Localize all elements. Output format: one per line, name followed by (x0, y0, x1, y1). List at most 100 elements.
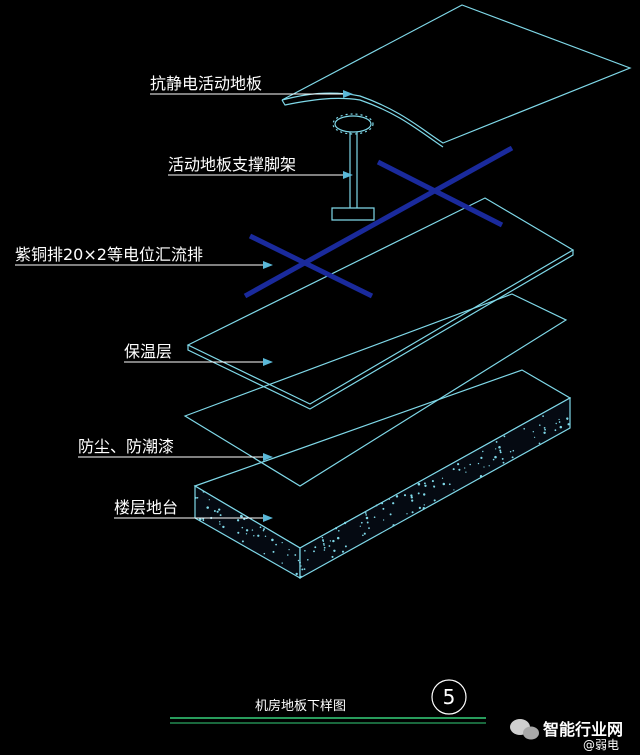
concrete-speckles (194, 415, 570, 578)
speckle (465, 471, 467, 473)
speckle (382, 519, 385, 521)
speckle (492, 458, 495, 461)
speckle (464, 467, 466, 469)
speckle (294, 554, 297, 556)
speckle (381, 502, 384, 505)
speckle (272, 550, 275, 553)
speckle (241, 526, 244, 529)
speckle (395, 495, 399, 498)
speckle (323, 549, 326, 551)
floor-slab-front (194, 484, 301, 580)
pedestal-head (334, 115, 372, 133)
speckle (329, 540, 332, 542)
speckle (331, 555, 334, 558)
speckle (259, 526, 262, 529)
speckle (313, 550, 315, 553)
antistatic-floor-panel (281, 4, 632, 148)
speckle (333, 549, 336, 552)
speckle (271, 538, 274, 542)
floor-support-pedestal (331, 113, 375, 221)
speckle (495, 440, 498, 443)
speckle (263, 528, 265, 531)
speckle (202, 490, 205, 493)
speckle (336, 536, 340, 540)
speckle (433, 499, 436, 502)
speckle (334, 527, 338, 530)
speckle (411, 511, 414, 514)
speckle (559, 425, 563, 429)
speckle (382, 507, 385, 510)
speckle (299, 561, 301, 564)
dustproof-layer (183, 293, 568, 487)
floor-slab-layer (193, 369, 572, 580)
speckle (303, 568, 306, 570)
label-insulation: 保温层 (124, 342, 172, 361)
speckle (328, 545, 331, 547)
speckle (458, 468, 461, 471)
speckle (469, 463, 472, 466)
speckle (501, 457, 504, 460)
speckle (406, 513, 408, 515)
bus-bar-cross-right (376, 159, 504, 228)
speckle (410, 496, 413, 499)
speckle (392, 502, 395, 505)
label-floor-support: 活动地板支撑脚架 (168, 155, 296, 174)
speckle (480, 456, 483, 460)
speckle (511, 456, 514, 459)
speckle (196, 496, 199, 499)
floor-slab-side (299, 396, 571, 580)
speckle (321, 536, 324, 539)
speckle (503, 435, 506, 438)
speckle (202, 519, 205, 522)
speckle (502, 461, 505, 464)
speckle (483, 466, 485, 468)
pedestal-head-gear (332, 113, 374, 135)
speckle (360, 521, 363, 524)
bus-bar-main (243, 145, 514, 299)
speckle (499, 451, 502, 454)
speckle (263, 552, 266, 555)
speckle (344, 545, 347, 548)
copper-bus-bars (243, 145, 514, 299)
speckle (218, 521, 221, 523)
speckle (417, 492, 420, 495)
speckle (538, 442, 541, 445)
speckle (482, 450, 484, 453)
speckle (423, 482, 426, 485)
speckle (512, 449, 515, 452)
speckle (237, 531, 240, 534)
speckle (494, 455, 497, 459)
speckle (479, 474, 483, 478)
speckle (423, 504, 425, 506)
speckle (341, 550, 345, 553)
speckle (281, 541, 283, 544)
speckle (375, 504, 378, 507)
speckle (453, 489, 455, 491)
speckle (253, 535, 255, 537)
speckle (262, 529, 265, 532)
speckle (422, 506, 426, 510)
watermark-brand: 智能行业网 (543, 720, 623, 739)
speckle (245, 533, 248, 535)
wechat-icon (510, 719, 539, 740)
speckle (314, 546, 317, 549)
speckle (363, 532, 366, 535)
speckle (245, 529, 249, 532)
insulation-edge (187, 250, 574, 410)
speckle (410, 494, 413, 497)
speckle (499, 449, 502, 452)
speckle (566, 418, 569, 420)
speckle (523, 427, 526, 430)
speckle (257, 534, 260, 537)
speckle (206, 506, 209, 509)
speckle (322, 540, 324, 543)
speckle (295, 572, 298, 576)
speckle (532, 431, 534, 433)
speckle (219, 523, 221, 525)
speckle (322, 539, 324, 542)
label-copper-bus: 紫铜排20×2等电位汇流排 (15, 245, 203, 264)
speckle (365, 516, 369, 520)
speckle (441, 477, 444, 479)
speckle (365, 514, 368, 516)
